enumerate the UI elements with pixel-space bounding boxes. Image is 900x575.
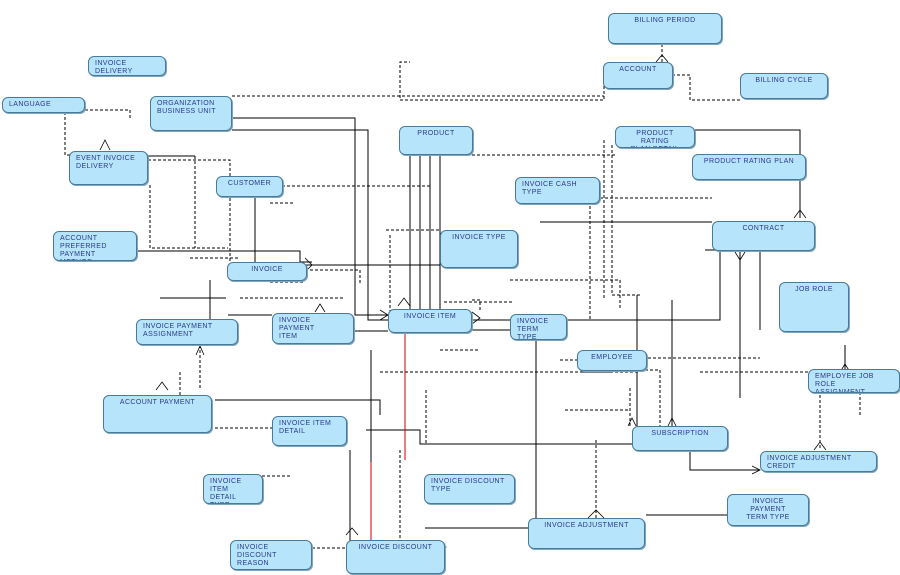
entity-label: JOB ROLE [795, 286, 833, 293]
entity-invoice-discount[interactable]: INVOICE DISCOUNT [346, 540, 445, 574]
entity-subscription[interactable]: SUBSCRIPTION [632, 426, 728, 451]
entity-label: PRODUCT RATING PLAN [703, 158, 795, 165]
entity-language[interactable]: LANGUAGE [2, 97, 85, 113]
entity-label: INVOICE ITEM DETAIL TYPE [210, 478, 242, 503]
entity-label: INVOICE PAYMENT ITEM [279, 317, 315, 340]
entity-label: INVOICE DISCOUNT TYPE [431, 478, 505, 493]
entity-label: INVOICE ADJUSTMENT CREDIT [767, 455, 852, 470]
entity-contract[interactable]: CONTRACT [712, 221, 815, 251]
entity-invoice-payment-term-type[interactable]: INVOICE PAYMENT TERM TYPE [727, 494, 809, 526]
entity-invoice-type[interactable]: INVOICE TYPE [440, 230, 518, 268]
entity-label: ACCOUNT PAYMENT [119, 399, 196, 406]
entity-label: PRODUCT [417, 130, 455, 137]
entity-employee-job-role-assignment[interactable]: EMPLOYEE JOB ROLE ASSIGNMENT [808, 369, 900, 393]
entity-customer[interactable]: CUSTOMER [216, 176, 283, 197]
entity-label: INVOICE PAYMENT TERM TYPE [746, 498, 790, 521]
entity-invoice-delivery-type[interactable]: INVOICE DELIVERY TYPE [88, 56, 166, 76]
entity-invoice-payment-assignment[interactable]: INVOICE PAYMENT ASSIGNMENT [136, 319, 238, 345]
entity-label: INVOICE DELIVERY TYPE [95, 60, 133, 75]
entity-label: INVOICE DISCOUNT [358, 544, 433, 551]
entity-billing-period[interactable]: BILLING PERIOD [608, 13, 722, 44]
entity-product-rating-plan[interactable]: PRODUCT RATING PLAN [692, 154, 806, 180]
entity-label: EMPLOYEE JOB ROLE ASSIGNMENT [815, 373, 874, 393]
entity-organization-business-unit[interactable]: ORGANIZATION BUSINESS UNIT [150, 96, 232, 131]
entity-label: INVOICE DISCOUNT REASON [237, 544, 277, 567]
entity-account-preferred-payment-method[interactable]: ACCOUNT PREFERRED PAYMENT METHOD [53, 231, 137, 261]
entity-label: BILLING CYCLE [755, 77, 813, 84]
entity-label: PRODUCT RATING PLAN DETAIL [631, 130, 679, 147]
entity-label: ORGANIZATION BUSINESS UNIT [157, 100, 216, 115]
entity-invoice[interactable]: INVOICE [227, 262, 307, 281]
entity-label: SUBSCRIPTION [651, 430, 709, 437]
entity-label: BILLING PERIOD [634, 17, 696, 24]
entity-job-role[interactable]: JOB ROLE [779, 282, 849, 332]
entity-invoice-item-detail[interactable]: INVOICE ITEM DETAIL [272, 416, 347, 446]
entity-label: CONTRACT [742, 225, 785, 232]
entity-label: INVOICE ITEM DETAIL [279, 420, 332, 435]
entity-product-rating-plan-detail[interactable]: PRODUCT RATING PLAN DETAIL [615, 126, 695, 148]
entity-billing-cycle[interactable]: BILLING CYCLE [740, 73, 828, 99]
entity-account[interactable]: ACCOUNT [603, 62, 673, 89]
entity-label: ACCOUNT [619, 66, 657, 73]
entity-label: EVENT INVOICE DELIVERY [76, 155, 136, 170]
entity-invoice-adjustment[interactable]: INVOICE ADJUSTMENT [528, 518, 645, 549]
entity-label: INVOICE TYPE [452, 234, 506, 241]
entity-label: INVOICE ITEM [403, 313, 457, 320]
entity-label: CUSTOMER [227, 180, 272, 187]
entity-event-invoice-delivery[interactable]: EVENT INVOICE DELIVERY [69, 151, 148, 185]
entity-label: ACCOUNT PREFERRED PAYMENT METHOD [60, 235, 107, 260]
entity-account-payment[interactable]: ACCOUNT PAYMENT [103, 395, 212, 433]
entity-label: INVOICE [251, 266, 283, 273]
entity-invoice-item-detail-type[interactable]: INVOICE ITEM DETAIL TYPE [203, 474, 263, 504]
entity-label: INVOICE ADJUSTMENT [544, 522, 629, 529]
entity-invoice-discount-reason[interactable]: INVOICE DISCOUNT REASON [230, 540, 312, 570]
entity-label: INVOICE PAYMENT ASSIGNMENT [143, 323, 213, 338]
entity-invoice-discount-type[interactable]: INVOICE DISCOUNT TYPE [424, 474, 515, 504]
entity-employee[interactable]: EMPLOYEE [577, 350, 647, 371]
entity-invoice-payment-item[interactable]: INVOICE PAYMENT ITEM [272, 313, 354, 344]
entity-invoice-term-type[interactable]: INVOICE TERM TYPE [510, 314, 567, 340]
entity-label: INVOICE TERM TYPE [517, 318, 549, 340]
entity-invoice-adjustment-credit[interactable]: INVOICE ADJUSTMENT CREDIT [760, 451, 877, 472]
entity-label: EMPLOYEE [591, 354, 633, 361]
entity-label: INVOICE CASH TYPE [522, 181, 577, 196]
entity-label: LANGUAGE [9, 101, 52, 108]
entity-invoice-item[interactable]: INVOICE ITEM [388, 309, 472, 333]
entity-invoice-cash-type[interactable]: INVOICE CASH TYPE [515, 177, 600, 204]
entity-product[interactable]: PRODUCT [399, 126, 473, 155]
